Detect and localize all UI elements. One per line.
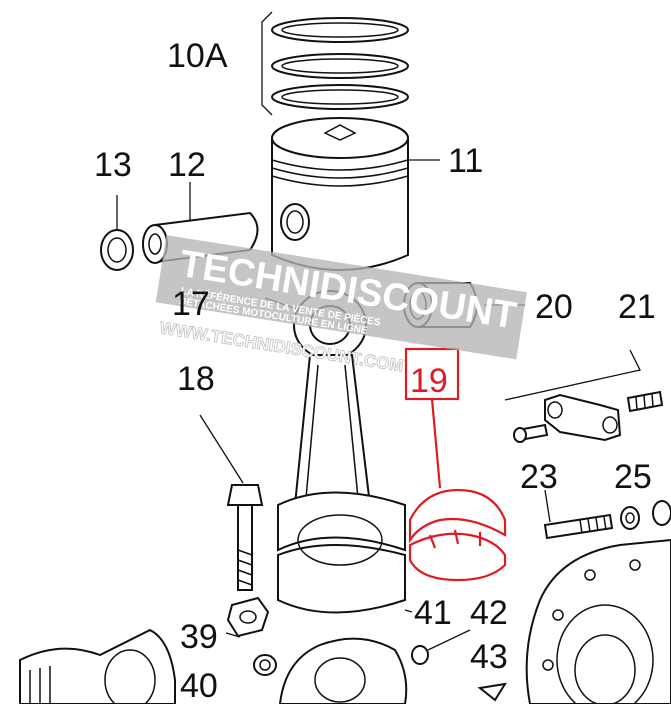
- piston[interactable]: [271, 117, 440, 271]
- label-12: 12: [168, 146, 206, 184]
- label-42: 42: [470, 594, 508, 632]
- washer-25[interactable]: [620, 500, 671, 530]
- conrod-nut[interactable]: [225, 596, 270, 638]
- piston-rings[interactable]: [261, 11, 409, 116]
- label-43: 43: [470, 638, 508, 676]
- label-39: 39: [180, 618, 218, 656]
- o-ring[interactable]: [411, 629, 471, 665]
- circlip[interactable]: [100, 195, 134, 271]
- watermark-band: [155, 235, 527, 360]
- label-21: 21: [618, 288, 656, 326]
- label-25: 25: [614, 458, 652, 496]
- leader-41: [404, 609, 413, 613]
- big-end-bearing-highlighted[interactable]: [404, 347, 507, 582]
- label-10a: 10A: [167, 37, 228, 75]
- crankcase-cover[interactable]: [525, 538, 671, 704]
- washer[interactable]: [253, 654, 277, 676]
- label-23: 23: [520, 458, 558, 496]
- label-17: 17: [172, 285, 210, 323]
- label-18: 18: [177, 360, 215, 398]
- stud[interactable]: [543, 489, 614, 540]
- label-20: 20: [535, 288, 573, 326]
- label-40: 40: [180, 667, 218, 704]
- conrod-bolt[interactable]: [199, 414, 264, 591]
- label-41: 41: [414, 594, 452, 632]
- crankshaft-partial[interactable]: [19, 628, 176, 704]
- label-11: 11: [448, 142, 483, 180]
- key[interactable]: [477, 682, 508, 702]
- gear-housing-partial[interactable]: [278, 637, 408, 704]
- label-13: 13: [94, 146, 132, 184]
- bracket-assembly[interactable]: [504, 349, 664, 443]
- label-19: 19: [410, 362, 448, 400]
